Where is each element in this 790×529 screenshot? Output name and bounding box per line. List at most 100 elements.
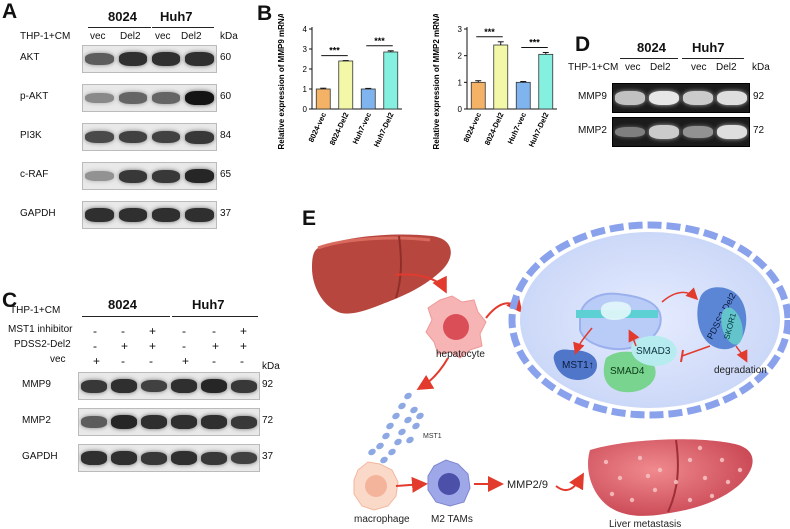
blot-strip <box>78 372 260 400</box>
condition-mark: - <box>93 324 97 338</box>
blot-row-label: MMP9 <box>578 91 607 102</box>
blot-strip <box>82 84 217 112</box>
mst1-particle <box>392 412 400 420</box>
condition-mark: + <box>182 354 190 368</box>
blot-band <box>231 379 257 393</box>
blot-row-label: GAPDH <box>20 208 56 219</box>
blot-band <box>185 90 214 106</box>
blot-kda-value: 65 <box>220 169 232 180</box>
blot-strip <box>612 117 750 147</box>
blot-strip <box>82 45 217 73</box>
blot-band <box>141 415 167 429</box>
condition-mark: + <box>212 339 220 353</box>
group-underline-huh7 <box>172 316 258 317</box>
condition-label: vec <box>50 354 66 365</box>
blot-band <box>85 171 114 181</box>
mst1-secretion-particles <box>368 392 424 464</box>
blot-band <box>118 92 148 104</box>
blot-row-label: AKT <box>20 52 40 63</box>
blot-band <box>615 126 645 138</box>
significance-label: *** <box>484 27 495 37</box>
mst1-particle <box>398 402 406 410</box>
kda-label: kDa <box>220 31 238 42</box>
blot-band <box>231 415 257 429</box>
lane-label-4: Del2 <box>716 62 737 73</box>
skor1-protein: SKOR1 <box>721 307 743 345</box>
condition-mark: - <box>93 339 97 353</box>
metastasis-nodule <box>657 467 663 473</box>
mst1-particle <box>388 448 396 456</box>
condition-label: THP-1+CM <box>10 305 61 316</box>
group-underline-huh7 <box>152 27 214 28</box>
blot-kda-value: 92 <box>262 379 274 390</box>
blot-band <box>118 208 148 222</box>
blot-kda-value: 37 <box>262 451 274 462</box>
blot-strip <box>82 201 217 229</box>
blot-band <box>81 416 107 428</box>
blot-strip <box>78 444 260 472</box>
blot-band <box>85 130 114 144</box>
metastasis-label: Liver metastasis <box>609 519 681 529</box>
liver-icon <box>312 234 451 314</box>
kda-label: kDa <box>752 62 770 73</box>
treatment-label: THP-1+CM <box>20 31 71 42</box>
blot-row-label: MMP2 <box>578 125 607 136</box>
arrow-smad-to-nucleus <box>628 329 640 347</box>
metastasis-nodule <box>637 455 643 461</box>
metastasis-nodule <box>673 479 679 485</box>
smad4-label: SMAD4 <box>610 366 645 377</box>
metastasis-nodule <box>652 487 658 493</box>
mmp-label: MMP2/9 <box>507 479 548 491</box>
lane-label-2: Del2 <box>650 62 671 73</box>
metastasis-nodule <box>645 473 651 479</box>
blot-band <box>171 415 197 429</box>
metastasis-nodule <box>719 457 725 463</box>
arrow-hepatocyte-to-mst1 <box>416 357 449 391</box>
blot-kda-value: 72 <box>753 125 765 136</box>
blot-band <box>81 379 107 393</box>
blot-band <box>151 208 181 222</box>
blot-kda-value: 72 <box>262 415 274 426</box>
metastasis-nodule <box>702 475 708 481</box>
panel-label-c: C <box>2 289 18 312</box>
metastasis-nodule <box>709 493 715 499</box>
condition-mark: + <box>240 339 248 353</box>
mst1-particle <box>406 436 414 444</box>
blot-band <box>649 90 679 106</box>
blot-band <box>118 169 148 183</box>
mst1-particle <box>404 416 412 424</box>
blot-band <box>151 52 181 66</box>
condition-mark: - <box>182 324 186 338</box>
blot-band <box>717 90 747 106</box>
condition-mark: + <box>121 339 129 353</box>
blot-kda-value: 84 <box>220 130 232 141</box>
condition-label: MST1 inhibitor <box>8 324 73 335</box>
blot-kda-value: 60 <box>220 52 232 63</box>
blot-kda-value: 37 <box>220 208 232 219</box>
mst1-particle <box>416 412 424 420</box>
blot-band <box>151 92 181 104</box>
blot-band <box>141 379 167 393</box>
blot-band <box>85 53 114 65</box>
arrow-liver-to-hepatocyte <box>394 273 447 294</box>
blot-strip <box>82 162 217 190</box>
blot-row-label: MMP2 <box>22 415 51 426</box>
inhibition-bar <box>680 349 684 363</box>
blot-row-label: PI3K <box>20 130 42 141</box>
hepatocyte-cell-icon <box>425 295 487 359</box>
blot-band <box>717 124 747 140</box>
inhibition-pdss2-smad3 <box>681 345 711 357</box>
arrow-hepatocyte-to-cell <box>485 295 523 319</box>
macrophage-cell-icon <box>353 461 399 511</box>
smad3-label: SMAD3 <box>636 346 671 357</box>
y-tick-label: 1 <box>458 78 463 87</box>
arrow-macrophage-to-m2 <box>395 476 428 493</box>
blot-band <box>201 379 227 393</box>
condition-mark: + <box>149 324 157 338</box>
lane-label-1: vec <box>90 31 106 42</box>
y-tick-label: 2 <box>303 65 308 74</box>
y-tick-label: 0 <box>303 105 308 114</box>
m2-tams-label: M2 TAMs <box>431 514 473 525</box>
metastasis-nodule <box>687 457 693 463</box>
blot-band <box>171 379 197 393</box>
